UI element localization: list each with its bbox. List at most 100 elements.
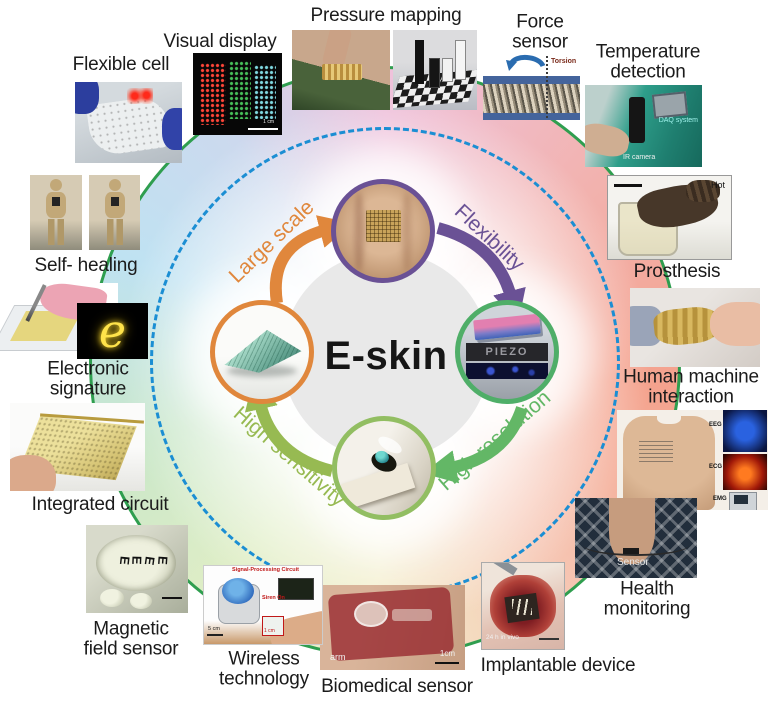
temperature-detection-label: Temperature detection — [595, 41, 701, 83]
red-film — [327, 586, 455, 662]
magnetic-field-sensor-photo: E E E E — [86, 525, 188, 613]
magnetic-glyphs: E E E E — [110, 547, 171, 573]
high-sensitivity-node-photo — [332, 416, 436, 520]
signal-processing-text: Signal-Processing Circuit — [232, 567, 299, 573]
glowing-e: e — [98, 303, 127, 358]
biomedical-sensor-label: Biomedical sensor — [321, 675, 473, 697]
film-channel — [392, 609, 432, 621]
display-scale-bar — [248, 128, 278, 130]
torso-neck — [657, 410, 681, 424]
sensor-wire — [583, 534, 689, 556]
film-chamber-circle — [354, 601, 388, 627]
droplet-ellipse — [96, 535, 176, 591]
bar-3 — [442, 58, 453, 82]
implant-scale-bar — [539, 638, 559, 640]
pressure-mapping-label: Pressure mapping — [310, 4, 462, 26]
wrist-device — [322, 64, 362, 80]
mannequin-head-1 — [50, 179, 62, 191]
prosthesis-handshake-photo — [630, 288, 760, 367]
piezo-slab — [473, 313, 541, 341]
piezo-glow-strip — [466, 363, 548, 379]
siren-on-text: Siren On — [262, 595, 285, 601]
health-monitoring-label: Health monitoring — [603, 578, 691, 620]
torsion-dotted-line — [546, 56, 548, 118]
high-resolution-node-photo: PIEZO — [455, 300, 559, 404]
figure-title: E-skin — [324, 333, 448, 378]
neck-sensor-chip — [623, 548, 639, 554]
force-top-bar — [483, 76, 580, 84]
hot-scale-bar — [614, 184, 642, 187]
implant-pins — [512, 599, 532, 615]
wireless-technology-label: Wireless technology — [219, 648, 309, 690]
eeg-text: EEG — [709, 422, 722, 428]
human-machine-interaction-label: Human machine interaction — [623, 366, 759, 408]
holding-thumb — [10, 455, 56, 491]
self-healing-photo-2 — [89, 175, 140, 250]
large-scale-node-photo — [210, 300, 314, 404]
eeg-panel — [723, 410, 767, 452]
bar-1 — [415, 40, 424, 84]
arm-scale-bar — [435, 661, 459, 664]
bubble-2 — [130, 593, 152, 609]
bar-2 — [429, 58, 440, 88]
prosthetic-fingers — [686, 180, 720, 202]
mannequin-chip-2 — [111, 197, 119, 206]
display-scale-text: 1 cm — [263, 119, 274, 125]
arm-scale-text: 1cm — [439, 649, 455, 658]
fly-platform — [340, 462, 416, 510]
prosthesis-label: Prosthesis — [633, 260, 721, 282]
emg-text: EMG — [713, 496, 727, 502]
red-led-glow — [127, 88, 153, 104]
torsion-text: Torsion — [551, 58, 577, 65]
led-matrix-green — [229, 61, 251, 119]
piezo-strip: PIEZO — [466, 343, 548, 361]
self-healing-label: Self- healing — [34, 254, 138, 276]
bar-4 — [455, 40, 466, 80]
wireless-scale-big-text: 5 cm — [208, 625, 220, 632]
finger-crease-left — [354, 192, 364, 272]
chest-tattoo-circuit — [639, 440, 673, 462]
implantable-device-label: Implantable device — [480, 654, 636, 676]
bubble-1 — [100, 589, 124, 607]
siren-dome — [222, 578, 254, 604]
visual-display-photo: 1 cm — [193, 53, 282, 135]
prosthesis-hot-photo: Hot — [607, 175, 732, 260]
patch-red-box — [262, 616, 284, 636]
pressure-mapping-chart-photo — [393, 30, 477, 110]
torso — [623, 416, 715, 510]
gold-chip — [366, 210, 401, 242]
led-matrix-red — [200, 63, 226, 125]
forceps — [484, 563, 518, 576]
stretch-film — [85, 94, 173, 158]
human-machine-interaction-photo: EEG ECG EMG — [617, 410, 768, 510]
health-monitoring-photo: Sensor — [575, 498, 697, 578]
signature-e-photo: e — [77, 303, 148, 359]
biomedical-sensor-photo: arm 1cm — [320, 585, 465, 670]
flexibility-node-photo — [331, 179, 435, 283]
in-vivo-text: 24 h in vivo — [486, 633, 519, 641]
implantable-device-photo: 24 h in vivo — [481, 562, 565, 650]
visual-display-label: Visual display — [163, 30, 277, 52]
temperature-detection-photo: DAQ system IR camera — [585, 85, 702, 167]
ecg-text: ECG — [709, 464, 723, 470]
mannequin-chip-1 — [52, 197, 60, 206]
force-sensor-label: Force sensor — [512, 11, 568, 53]
human-hand — [710, 302, 760, 346]
torsion-arrow — [506, 55, 546, 71]
pressure-mapping-hand-photo — [292, 30, 390, 110]
magnetic-field-sensor-label: Magnetic field sensor — [83, 618, 179, 660]
wireless-scale-small-text: 1 cm — [264, 628, 275, 634]
ir-camera-text: IR camera — [623, 154, 656, 161]
emg-monitor-screen — [734, 495, 748, 504]
sensor-text: Sensor — [617, 557, 649, 568]
blue-glove-left — [75, 82, 99, 114]
force-sensor-photo — [483, 76, 580, 120]
wireless-scale-bar — [207, 634, 223, 636]
magnet-scale-bar — [162, 596, 182, 599]
hot-text: Hot — [710, 180, 725, 190]
flexible-cell-label: Flexible cell — [72, 53, 170, 75]
glyph-4: E — [154, 555, 171, 566]
daq-system-text: DAQ system — [658, 117, 698, 124]
ir-camera-body — [629, 97, 645, 143]
